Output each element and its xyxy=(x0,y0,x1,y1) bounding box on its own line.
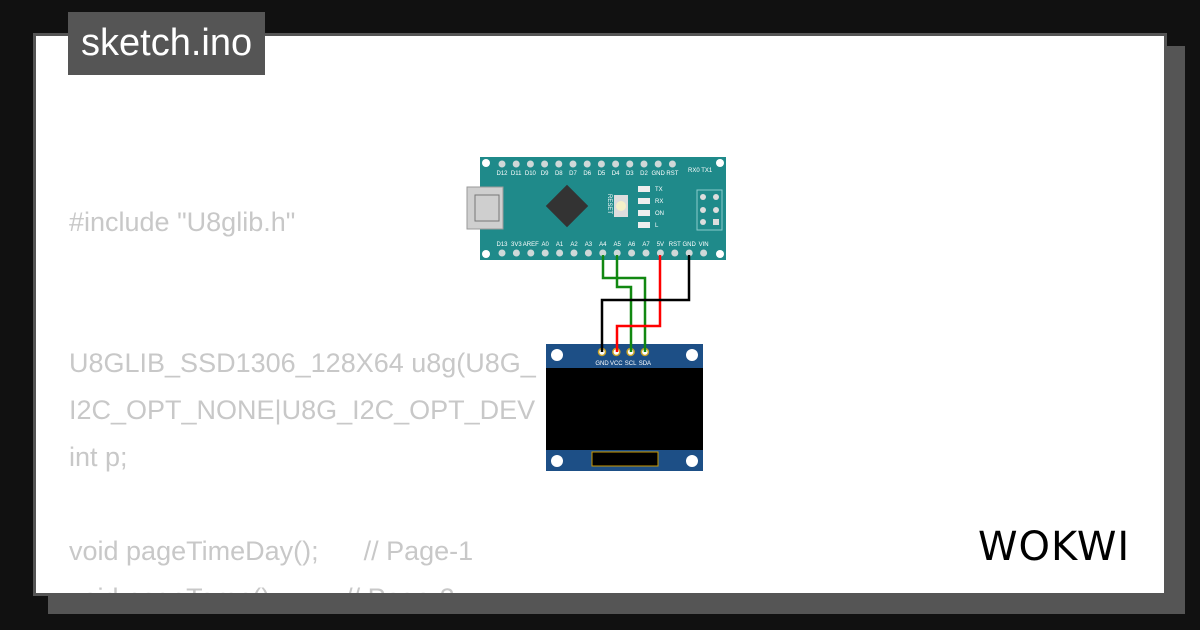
pin-a7[interactable] xyxy=(642,249,650,257)
reset-label: RESET xyxy=(606,194,612,214)
pin-label: D10 xyxy=(525,171,537,177)
wokwi-logo: WOKWI xyxy=(978,524,1131,570)
pin-d9[interactable] xyxy=(541,160,549,168)
preview-card: #include "U8glib.h" U8GLIB_SSD1306_128X64… xyxy=(33,33,1167,596)
pin-label: 5V xyxy=(657,242,664,248)
pin-label: D3 xyxy=(626,171,634,177)
pin-5v[interactable] xyxy=(656,249,664,257)
code-preview: #include "U8glib.h" U8GLIB_SSD1306_128X64… xyxy=(69,199,1132,593)
pin-d10[interactable] xyxy=(526,160,534,168)
pin-d13[interactable] xyxy=(498,249,506,257)
code-line: U8GLIB_SSD1306_128X64 u8g(U8G_I2C_OPT_NO… xyxy=(69,348,536,425)
file-title: sketch.ino xyxy=(68,12,266,75)
pin-label: A3 xyxy=(585,242,593,248)
pin-a6[interactable] xyxy=(628,249,636,257)
pin-rst[interactable] xyxy=(671,249,679,257)
pin-label: VIN xyxy=(699,242,709,248)
pin-label: GND xyxy=(595,361,609,367)
pin-label: 3V3 xyxy=(511,242,522,248)
wire-vcc xyxy=(615,255,662,352)
wire-scl xyxy=(615,255,633,352)
pin-d2[interactable] xyxy=(640,160,648,168)
wire-sda xyxy=(601,255,647,352)
pin-rst[interactable] xyxy=(668,160,676,168)
code-line: void pageTemp(); // Page-2 xyxy=(69,575,1132,593)
pin-label: D9 xyxy=(541,171,549,177)
code-line: void pageTimeDay(); // Page-1 xyxy=(69,536,474,566)
nano-board xyxy=(480,157,726,260)
pin-label: A6 xyxy=(628,242,636,248)
wires xyxy=(600,255,691,352)
pin-label: A4 xyxy=(599,242,607,248)
pin-d3[interactable] xyxy=(626,160,634,168)
pin-3v3[interactable] xyxy=(512,249,520,257)
pin-label: SCL xyxy=(625,361,637,367)
pin-label: VCC xyxy=(610,361,623,367)
wire-gnd xyxy=(600,255,691,352)
pin-d6[interactable] xyxy=(583,160,591,168)
pin-label: SDA xyxy=(639,361,651,367)
serial-label: RX0 TX1 xyxy=(688,168,713,174)
pin-d8[interactable] xyxy=(555,160,563,168)
pin-d12[interactable] xyxy=(498,160,506,168)
led-label: TX xyxy=(655,187,663,193)
pin-label: D5 xyxy=(598,171,606,177)
pin-a2[interactable] xyxy=(570,249,578,257)
pin-label: A0 xyxy=(542,242,550,248)
led-l xyxy=(638,222,650,228)
pin-label: D8 xyxy=(555,171,563,177)
code-line: #include "U8glib.h" xyxy=(69,207,296,237)
pin-label: D11 xyxy=(511,171,522,177)
led-on xyxy=(638,210,650,216)
pin-d7[interactable] xyxy=(569,160,577,168)
pin-a3[interactable] xyxy=(584,249,592,257)
pin-label: A1 xyxy=(556,242,564,248)
pin-gnd[interactable] xyxy=(654,160,662,168)
pin-a5[interactable] xyxy=(613,249,621,257)
pin-label: A5 xyxy=(614,242,622,248)
pin-label: A7 xyxy=(642,242,650,248)
pin-label: D12 xyxy=(496,171,508,177)
led-label: L xyxy=(655,223,659,229)
usb-connector-icon xyxy=(466,186,504,230)
led-tx xyxy=(638,186,650,192)
pin-d5[interactable] xyxy=(597,160,605,168)
pin-label: AREF xyxy=(523,242,539,248)
pin-aref[interactable] xyxy=(527,249,535,257)
led-rx xyxy=(638,198,650,204)
pin-label: GND xyxy=(683,242,697,248)
pin-label: D7 xyxy=(569,171,577,177)
pin-gnd[interactable] xyxy=(685,249,693,257)
pin-a1[interactable] xyxy=(556,249,564,257)
pin-a4[interactable] xyxy=(599,249,607,257)
oled-screen xyxy=(546,368,703,450)
pin-label: D6 xyxy=(583,171,591,177)
led-label: RX xyxy=(655,199,663,205)
pin-label: RST xyxy=(666,171,678,177)
pin-vin[interactable] xyxy=(700,249,708,257)
pin-label: D13 xyxy=(496,242,508,248)
pin-a0[interactable] xyxy=(541,249,549,257)
pin-d4[interactable] xyxy=(612,160,620,168)
pin-d11[interactable] xyxy=(512,160,520,168)
code-line: int p; xyxy=(69,442,128,472)
pin-label: GND xyxy=(652,171,666,177)
pin-label: A2 xyxy=(570,242,578,248)
pin-label: D2 xyxy=(640,171,648,177)
pin-label: RST xyxy=(669,242,681,248)
pin-label: D4 xyxy=(612,171,620,177)
led-label: ON xyxy=(655,211,664,217)
